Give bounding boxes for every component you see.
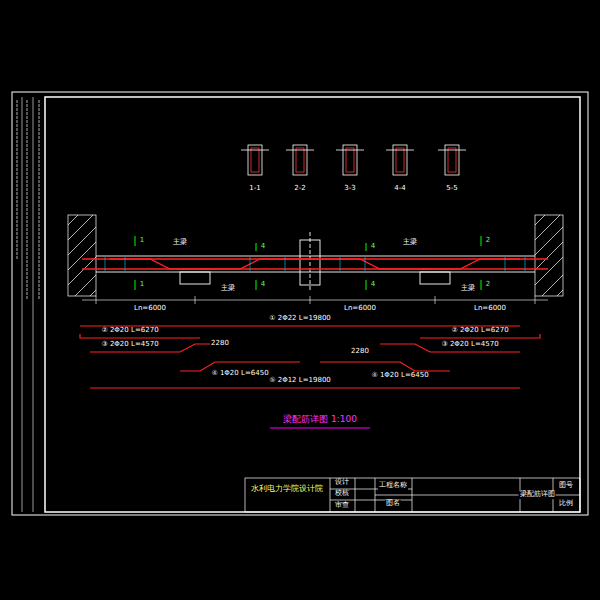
rebar-label: ① 2Φ22 L=19800 bbox=[268, 315, 332, 323]
cut-mark: 4 bbox=[370, 281, 376, 289]
rebar-label: ③ 2Φ20 L=4570 bbox=[100, 341, 159, 349]
dimension: 2280 bbox=[210, 340, 230, 348]
title-cell: 梁配筋详图 bbox=[519, 491, 556, 499]
title-cell: 图号 bbox=[558, 482, 574, 490]
section-label: 4-4 bbox=[393, 185, 406, 193]
rebar-label: ④ 1Φ20 L=6450 bbox=[210, 370, 269, 378]
dimension: Ln=6000 bbox=[473, 305, 507, 313]
title-cell: 校核 bbox=[334, 490, 350, 498]
cut-mark: 1 bbox=[139, 281, 145, 289]
section-label: 1-1 bbox=[248, 185, 261, 193]
cut-mark: 2 bbox=[485, 281, 491, 289]
beam-label: 主梁 bbox=[172, 239, 188, 247]
beam-label: 主梁 bbox=[402, 239, 418, 247]
dimension: Ln=6000 bbox=[343, 305, 377, 313]
title-cell: 图名 bbox=[385, 500, 401, 508]
cut-mark: 4 bbox=[370, 243, 376, 251]
rebar-label: ② 2Φ20 L=6270 bbox=[450, 327, 509, 335]
dimension: Ln=6000 bbox=[133, 305, 167, 313]
title-cell: 设计 bbox=[334, 479, 350, 487]
cut-mark: 2 bbox=[485, 237, 491, 245]
rebar-label: ④ 1Φ20 L=6450 bbox=[370, 372, 429, 380]
section-label: 2-2 bbox=[293, 185, 306, 193]
dimension: 2280 bbox=[350, 348, 370, 356]
beam-label: 主梁 bbox=[460, 285, 476, 293]
title-cell: 工程名称 bbox=[378, 482, 408, 490]
section-label: 3-3 bbox=[343, 185, 356, 193]
rebar-label: ③ 2Φ20 L=4570 bbox=[440, 341, 499, 349]
beam-label: 主梁 bbox=[220, 285, 236, 293]
cut-mark: 4 bbox=[260, 243, 266, 251]
section-label: 5-5 bbox=[445, 185, 458, 193]
institute-name: 水利电力学院设计院 bbox=[250, 485, 324, 494]
rebar-label: ⑤ 2Φ12 L=19800 bbox=[268, 377, 332, 385]
title-cell: 比例 bbox=[558, 500, 574, 508]
title-cell: 审查 bbox=[334, 502, 350, 510]
drawing-title: 梁配筋详图 1:100 bbox=[282, 415, 358, 425]
cut-mark: 4 bbox=[260, 281, 266, 289]
rebar-label: ② 2Φ20 L=6270 bbox=[100, 327, 159, 335]
cut-mark: 1 bbox=[139, 237, 145, 245]
